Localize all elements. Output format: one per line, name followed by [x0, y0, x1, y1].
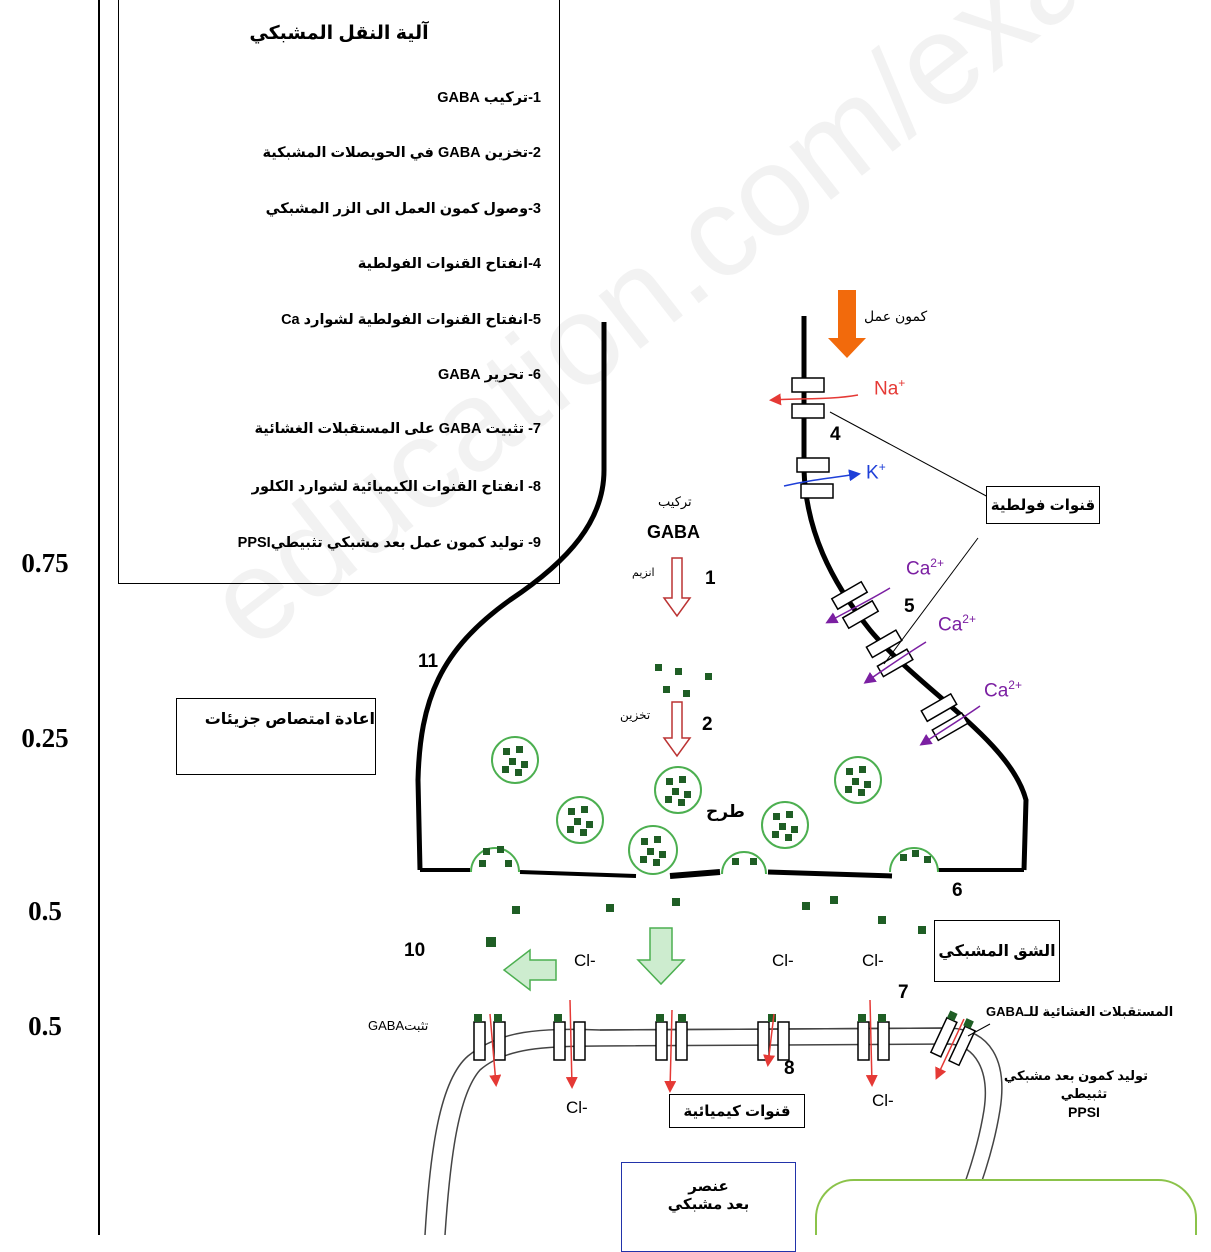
step-number-11: 11 [418, 651, 439, 672]
release-label: طرح [706, 802, 745, 821]
chemical-channel [757, 1013, 790, 1067]
gaba-label: GABA [647, 522, 700, 542]
step-number-6: 6 [952, 880, 963, 901]
chemical-channels-label: قنوات كيميائية [669, 1094, 805, 1128]
ca-ion-label-2: Ca2+ [938, 612, 976, 636]
postsynaptic-membrane [424, 1027, 1003, 1235]
score-2: 0.25 [21, 723, 69, 753]
step-number-7: 7 [898, 982, 909, 1003]
vesicle [761, 801, 809, 849]
vesicle [556, 796, 604, 844]
step-3: 3-وصول كمون العمل الى الزر المشبكي [265, 201, 541, 217]
ppsi-label-line1: توليد كمون بعد مشبكي [1003, 1068, 1148, 1083]
synthesis-label: تركيب [658, 494, 692, 509]
step-number-8: 8 [784, 1058, 795, 1079]
fusing-vesicle [889, 847, 939, 873]
ca-ion-label-3: Ca2+ [984, 678, 1022, 702]
step-number-10: 10 [404, 940, 426, 961]
cl-label: Cl- [862, 951, 884, 970]
ppsi-label-line3: PPSI [1068, 1104, 1100, 1120]
reuptake-label: اعادة امتصاص جزيئات [176, 698, 376, 775]
step-2: 2-تخزين GABA في الحويصلات المشبكية [262, 145, 541, 161]
presynaptic-membrane-left [415, 322, 607, 871]
step-number-5: 5 [904, 596, 915, 617]
chemical-channel [929, 1010, 977, 1080]
cl-label: Cl- [566, 1098, 588, 1117]
storage-label: تخزين [620, 708, 651, 722]
score-3: 0.5 [28, 896, 62, 926]
vesicle [834, 756, 882, 804]
free-gaba-cluster [655, 664, 712, 697]
step-7: 7- تثبيت GABA على المستقبلات الغشائية [254, 421, 542, 437]
vesicle [491, 736, 539, 784]
action-potential-label: كمون عمل [864, 308, 928, 324]
ppsi-label-line2: تثبيطي [1060, 1086, 1108, 1101]
step-number-4: 4 [830, 424, 841, 445]
released-gaba [486, 896, 926, 947]
fusing-vesicle [628, 825, 678, 875]
na-ion-label: Na+ [874, 376, 906, 400]
chemical-channel [553, 999, 586, 1089]
cl-label: Cl- [574, 951, 596, 970]
step-1: 1-تركيب GABA [437, 90, 541, 106]
synaptic-cleft-label: الشق المشبكي [934, 920, 1060, 982]
score-1: 0.75 [21, 548, 69, 578]
steps-box: آلية النقل المشبكي 1-تركيب GABA 2-تخزين … [118, 0, 560, 584]
enzyme-label: انزيم [632, 567, 655, 579]
note-bubble [815, 1179, 1197, 1235]
na-channel [769, 377, 859, 419]
vesicle [654, 766, 702, 814]
k-channel [783, 457, 861, 499]
step-number-1: 1 [705, 568, 716, 589]
score-4: 0.5 [28, 1011, 62, 1041]
step-4: 4-انفتاح القنوات الفولطية [357, 256, 541, 272]
k-ion-label: K+ [866, 460, 886, 484]
ca-channel-3 [920, 692, 969, 742]
step-5: 5-انفتاح القنوات الفولطية لشوارد Ca [281, 312, 541, 328]
voltage-channels-label: قنوات فولطية [986, 486, 1100, 524]
steps-title: آلية النقل المشبكي [249, 23, 429, 44]
fusing-vesicle [470, 846, 520, 873]
chemical-channel [655, 1009, 688, 1093]
receptors-label: المستقبلات الغشائية للـGABA [986, 1004, 1174, 1019]
postsynaptic-element-label: عنصر بعد مشبكي [621, 1162, 796, 1252]
step-number-2: 2 [702, 714, 713, 735]
chemical-channel [473, 1013, 506, 1087]
step-6: 6- تحرير GABA [437, 367, 541, 383]
margin-line [98, 0, 100, 1235]
chemical-channel [857, 999, 890, 1087]
step-9: 9- توليد كمون عمل بعد مشبكي تثبيطيPPSI [237, 535, 541, 551]
action-potential-arrow [828, 290, 866, 358]
fusing-vesicle [721, 851, 767, 875]
release-big-arrow [636, 927, 686, 986]
storage-arrow [662, 701, 692, 758]
reuptake-big-arrow [502, 948, 557, 992]
synthesis-arrow [662, 557, 692, 618]
cl-label: Cl- [772, 951, 794, 970]
ca-ion-label-1: Ca2+ [906, 556, 944, 580]
gaba-fixation-label: تثبتGABA [368, 1018, 429, 1033]
step-8: 8- انفتاح القنوات الكيميائية لشوارد الكل… [251, 479, 541, 495]
presynaptic-membrane-right [801, 316, 1029, 871]
ca-channel-1 [830, 580, 880, 630]
cl-label: Cl- [872, 1091, 894, 1110]
